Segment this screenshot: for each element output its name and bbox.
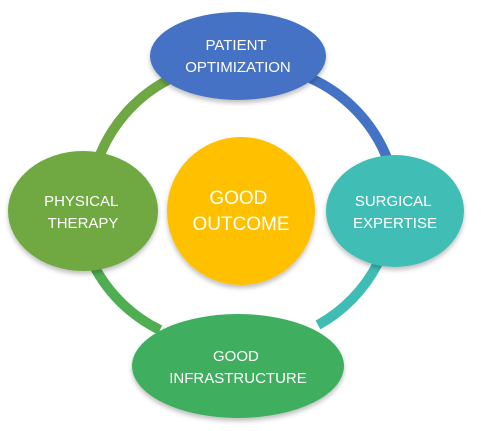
svg-text:GOOD OUTCOME: GOOD OUTCOME — [192, 188, 289, 235]
node-infrastructure-line2: INFRASTRUCTURE — [169, 370, 307, 387]
node-good-infrastructure: GOOD INFRASTRUCTURE — [132, 314, 344, 418]
node-surgical-shape — [326, 155, 464, 267]
node-surgical-line2: EXPERTISE — [353, 215, 437, 232]
node-physical-line1: PHYSICAL — [44, 193, 118, 210]
svg-text:PHYSICAL THERAPY: PHYSICAL THERAPY — [44, 193, 122, 232]
node-surgical-line1: SURGICAL — [355, 193, 431, 210]
node-center-shape — [167, 137, 315, 285]
node-physical-line2: THERAPY — [48, 215, 119, 232]
node-patient-line2: OPTIMIZATION — [185, 59, 291, 76]
svg-text:SURGICAL EXPERTISE: SURGICAL EXPERTISE — [353, 193, 437, 232]
ring-arc-physical-patient — [93, 75, 171, 162]
node-center-line2: OUTCOME — [192, 214, 289, 235]
ring-arc-patient-surgical — [307, 73, 392, 160]
node-center-line1: GOOD — [209, 188, 267, 209]
node-physical-therapy: PHYSICAL THERAPY — [8, 151, 158, 271]
node-infrastructure-line1: GOOD — [213, 348, 259, 365]
node-infrastructure-shape — [132, 314, 344, 418]
ring-arc-surgical-infrastructure — [315, 260, 383, 330]
node-patient-optimization: PATIENT OPTIMIZATION — [150, 12, 326, 100]
svg-text:PATIENT OPTIMIZATION: PATIENT OPTIMIZATION — [185, 37, 291, 76]
node-good-outcome: GOOD OUTCOME — [167, 137, 315, 285]
node-physical-shape — [8, 151, 158, 271]
node-patient-line1: PATIENT — [205, 37, 266, 54]
ring-arc-infrastructure-physical — [87, 259, 163, 335]
node-patient-shape — [150, 12, 326, 100]
svg-text:GOOD INFRASTRUCTURE: GOOD INFRASTRUCTURE — [169, 348, 307, 387]
node-surgical-expertise: SURGICAL EXPERTISE — [326, 155, 464, 267]
